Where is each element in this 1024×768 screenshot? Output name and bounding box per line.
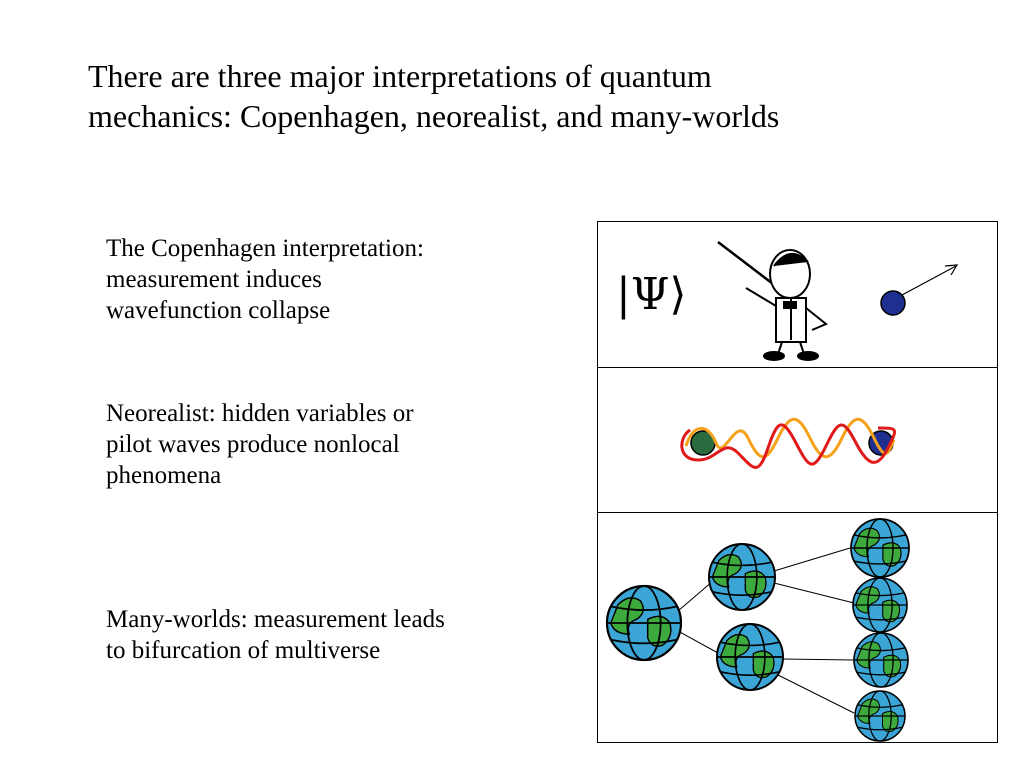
orange-wave	[684, 417, 896, 459]
neorealist-line-1: Neorealist: hidden variables or	[106, 400, 414, 427]
particle-dot	[880, 290, 906, 316]
neorealist-line-3: phenomena	[106, 462, 222, 489]
many-worlds-panel	[597, 512, 998, 743]
scientist-icon	[717, 241, 828, 361]
copenhagen-panel: |Ψ⟩	[597, 221, 998, 368]
branch-lines	[677, 547, 855, 714]
pilot-wave-illustration	[680, 417, 896, 469]
world-b1-globe-icon	[853, 632, 909, 688]
neorealist-line-2: pilot waves produce nonlocal	[106, 431, 400, 458]
many-worlds-line-2: to bifurcation of multiverse	[106, 637, 381, 664]
copenhagen-line-3: wavefunction collapse	[106, 297, 331, 324]
observer-illustration	[717, 241, 959, 361]
neorealist-panel	[597, 367, 998, 513]
world-a1-globe-icon	[850, 518, 910, 578]
branch-world-b-globe-icon	[716, 623, 784, 691]
many-worlds-line-1: Many-worlds: measurement leads	[106, 606, 445, 633]
arrow-line	[901, 265, 957, 296]
slide-title: There are three major interpretations of…	[88, 56, 988, 136]
multiverse-illustration	[605, 518, 910, 742]
copenhagen-line-2: measurement induces	[106, 266, 322, 293]
copenhagen-text: The Copenhagen interpretation: measureme…	[106, 233, 586, 326]
psi-ket: |Ψ⟩	[616, 269, 687, 320]
red-wave	[680, 423, 896, 469]
copenhagen-line-1: The Copenhagen interpretation:	[106, 235, 424, 262]
world-b2-globe-icon	[854, 690, 906, 742]
slide-title-line-1: There are three major interpretations of…	[88, 58, 712, 94]
measured-particle	[880, 264, 959, 316]
many-worlds-text: Many-worlds: measurement leads to bifurc…	[106, 604, 586, 666]
origin-world-globe-icon	[605, 584, 683, 662]
slide-title-line-2: mechanics: Copenhagen, neorealist, and m…	[88, 98, 780, 134]
neorealist-text: Neorealist: hidden variables or pilot wa…	[106, 398, 586, 491]
arrow-head-icon	[944, 264, 959, 276]
world-a2-globe-icon	[852, 577, 908, 633]
branch-world-a-globe-icon	[708, 543, 776, 611]
